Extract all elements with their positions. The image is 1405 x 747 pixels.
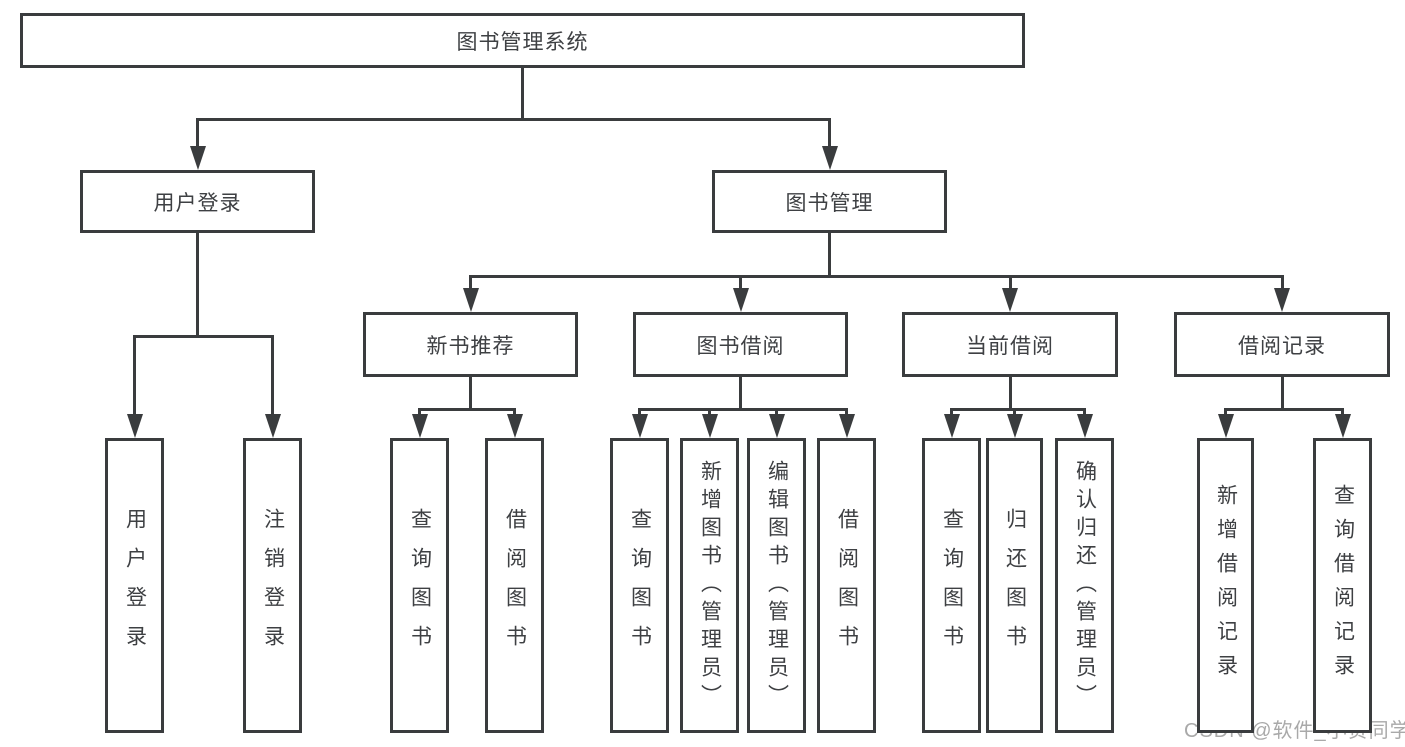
node-current: 当前借阅	[902, 312, 1118, 377]
arrow-down-icon	[1002, 288, 1018, 312]
node-logout: 注销登录	[243, 438, 302, 733]
connector-line	[469, 377, 472, 411]
arrow-down-icon	[1076, 414, 1093, 438]
node-c-query: 查询图书	[922, 438, 981, 733]
node-new-rec: 新书推荐	[363, 312, 578, 377]
arrow-down-icon	[1274, 288, 1290, 312]
connector-line	[196, 118, 831, 121]
connector-line	[133, 335, 136, 418]
connector-line	[521, 68, 524, 121]
arrow-down-icon	[631, 414, 648, 438]
connector-line	[469, 275, 1284, 278]
connector-line	[1008, 275, 1012, 292]
node-r-query: 查询借阅记录	[1313, 438, 1372, 733]
arrow-down-icon	[1217, 414, 1234, 438]
arrow-down-icon	[701, 414, 718, 438]
node-b-query: 查询图书	[610, 438, 669, 733]
arrow-down-icon	[1006, 414, 1023, 438]
connector-line	[708, 408, 711, 418]
arrow-down-icon	[943, 414, 960, 438]
node-b-edit: 编辑图书（管理员）	[747, 438, 806, 733]
connector-line	[739, 377, 742, 411]
node-b-add: 新增图书（管理员）	[680, 438, 739, 733]
connector-line	[271, 335, 274, 418]
connector-line	[418, 408, 516, 411]
connector-line	[638, 408, 641, 418]
node-user-login: 用户登录	[105, 438, 164, 733]
arrow-down-icon	[732, 288, 749, 312]
node-c-return: 归还图书	[986, 438, 1043, 733]
connector-line	[1008, 377, 1012, 411]
connector-line	[739, 275, 742, 292]
connector-line	[1280, 377, 1284, 411]
node-records: 借阅记录	[1174, 312, 1390, 377]
connector-line	[196, 118, 199, 150]
arrow-down-icon	[838, 414, 855, 438]
node-nr-query: 查询图书	[390, 438, 449, 733]
connector-line	[775, 408, 778, 418]
node-login: 用户登录	[80, 170, 315, 233]
node-b-borrow: 借阅图书	[817, 438, 876, 733]
connector-line	[1013, 408, 1016, 418]
arrow-down-icon	[126, 414, 143, 438]
connector-line	[828, 118, 831, 150]
connector-line	[1280, 275, 1284, 292]
connector-line	[1224, 408, 1227, 418]
arrow-down-icon	[821, 146, 838, 170]
arrow-down-icon	[768, 414, 785, 438]
arrow-down-icon	[506, 414, 523, 438]
connector-line	[196, 233, 199, 338]
node-borrow: 图书借阅	[633, 312, 848, 377]
node-root: 图书管理系统	[20, 13, 1025, 68]
arrow-down-icon	[411, 414, 428, 438]
connector-line	[1083, 408, 1086, 418]
connector-line	[845, 408, 848, 418]
connector-line	[1224, 408, 1344, 411]
connector-line	[418, 408, 421, 418]
connector-line	[950, 408, 953, 418]
connector-line	[638, 408, 848, 411]
node-c-confirm: 确认归还（管理员）	[1055, 438, 1114, 733]
connector-line	[513, 408, 516, 418]
connector-line	[1341, 408, 1344, 418]
arrow-down-icon	[264, 414, 281, 438]
connector-line	[828, 233, 831, 278]
node-nr-borrow: 借阅图书	[485, 438, 544, 733]
node-mgmt: 图书管理	[712, 170, 947, 233]
node-r-add: 新增借阅记录	[1197, 438, 1254, 733]
arrow-down-icon	[189, 146, 206, 170]
connector-line	[469, 275, 472, 292]
connector-line	[950, 408, 1086, 411]
connector-line	[133, 335, 274, 338]
arrow-down-icon	[1334, 414, 1351, 438]
arrow-down-icon	[462, 288, 479, 312]
